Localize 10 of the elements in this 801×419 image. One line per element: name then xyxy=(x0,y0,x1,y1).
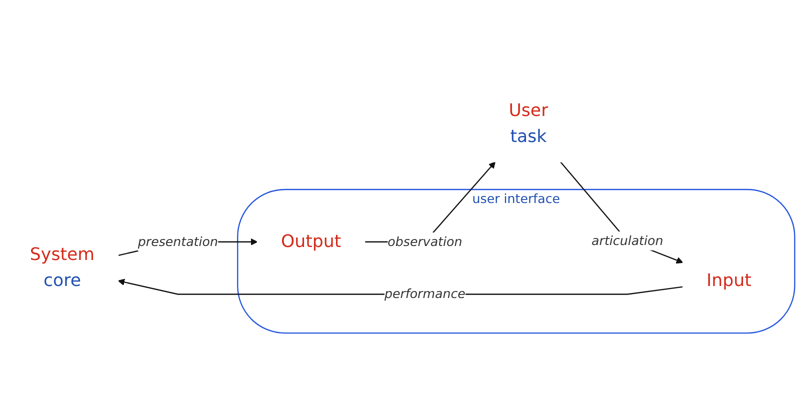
edge-label: presentation xyxy=(138,234,218,249)
node-text: Output xyxy=(280,232,342,252)
cluster xyxy=(237,188,796,334)
edge-label: performance xyxy=(384,286,466,302)
arrow xyxy=(560,161,684,264)
node-text: User task xyxy=(508,101,548,147)
edge-label: observation xyxy=(388,234,462,249)
node-text: System core xyxy=(30,245,95,291)
edge-label: articulation xyxy=(592,232,664,248)
node-text: Input xyxy=(706,270,752,290)
